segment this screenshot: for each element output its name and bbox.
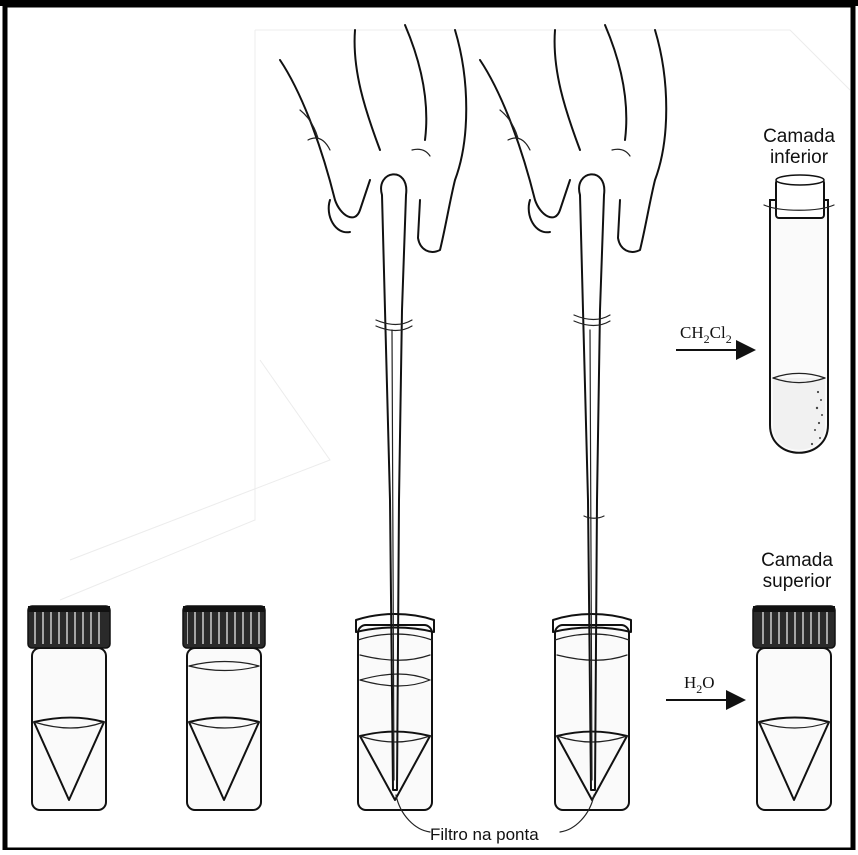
- filter-tip-label: Filtro na ponta: [430, 825, 539, 844]
- vial-1-cap: [28, 606, 110, 648]
- upper-layer-label-line2: superior: [763, 571, 832, 592]
- vial-3: [356, 614, 434, 810]
- vial-2: [183, 606, 265, 810]
- vial-5: [753, 606, 835, 810]
- lower-layer-label-line2: inferior: [770, 147, 829, 168]
- background-ghost-lines: [60, 30, 850, 600]
- top-bar: [0, 0, 858, 6]
- ch2cl2-label: CH2Cl2: [680, 323, 732, 346]
- test-tube-icon: [764, 175, 834, 453]
- hand-holding-pipette-icon-2: [480, 25, 666, 252]
- h2o-label: H2O: [684, 673, 715, 696]
- vial-5-cap: [753, 606, 835, 648]
- vial-1: [28, 606, 110, 810]
- vial-2-cap: [183, 606, 265, 648]
- upper-layer-label-line1: Camada: [761, 550, 833, 571]
- lower-layer-label-line1: Camada: [763, 126, 835, 147]
- hand-holding-pipette-icon: [280, 25, 466, 252]
